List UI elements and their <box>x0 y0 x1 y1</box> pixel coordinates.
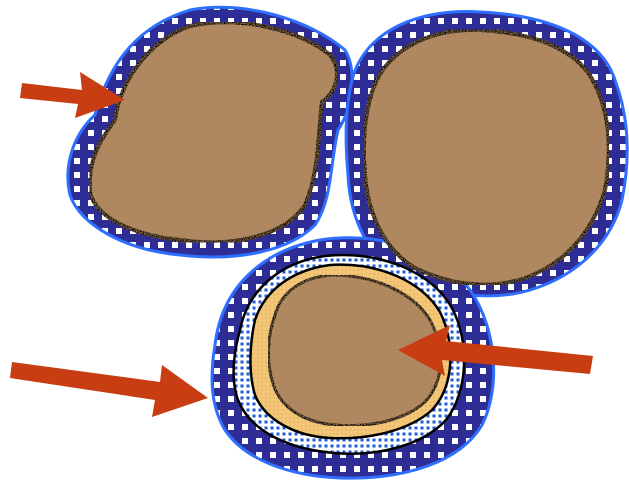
arrow-bottom-left <box>10 362 208 417</box>
grain-top-right <box>364 30 609 285</box>
